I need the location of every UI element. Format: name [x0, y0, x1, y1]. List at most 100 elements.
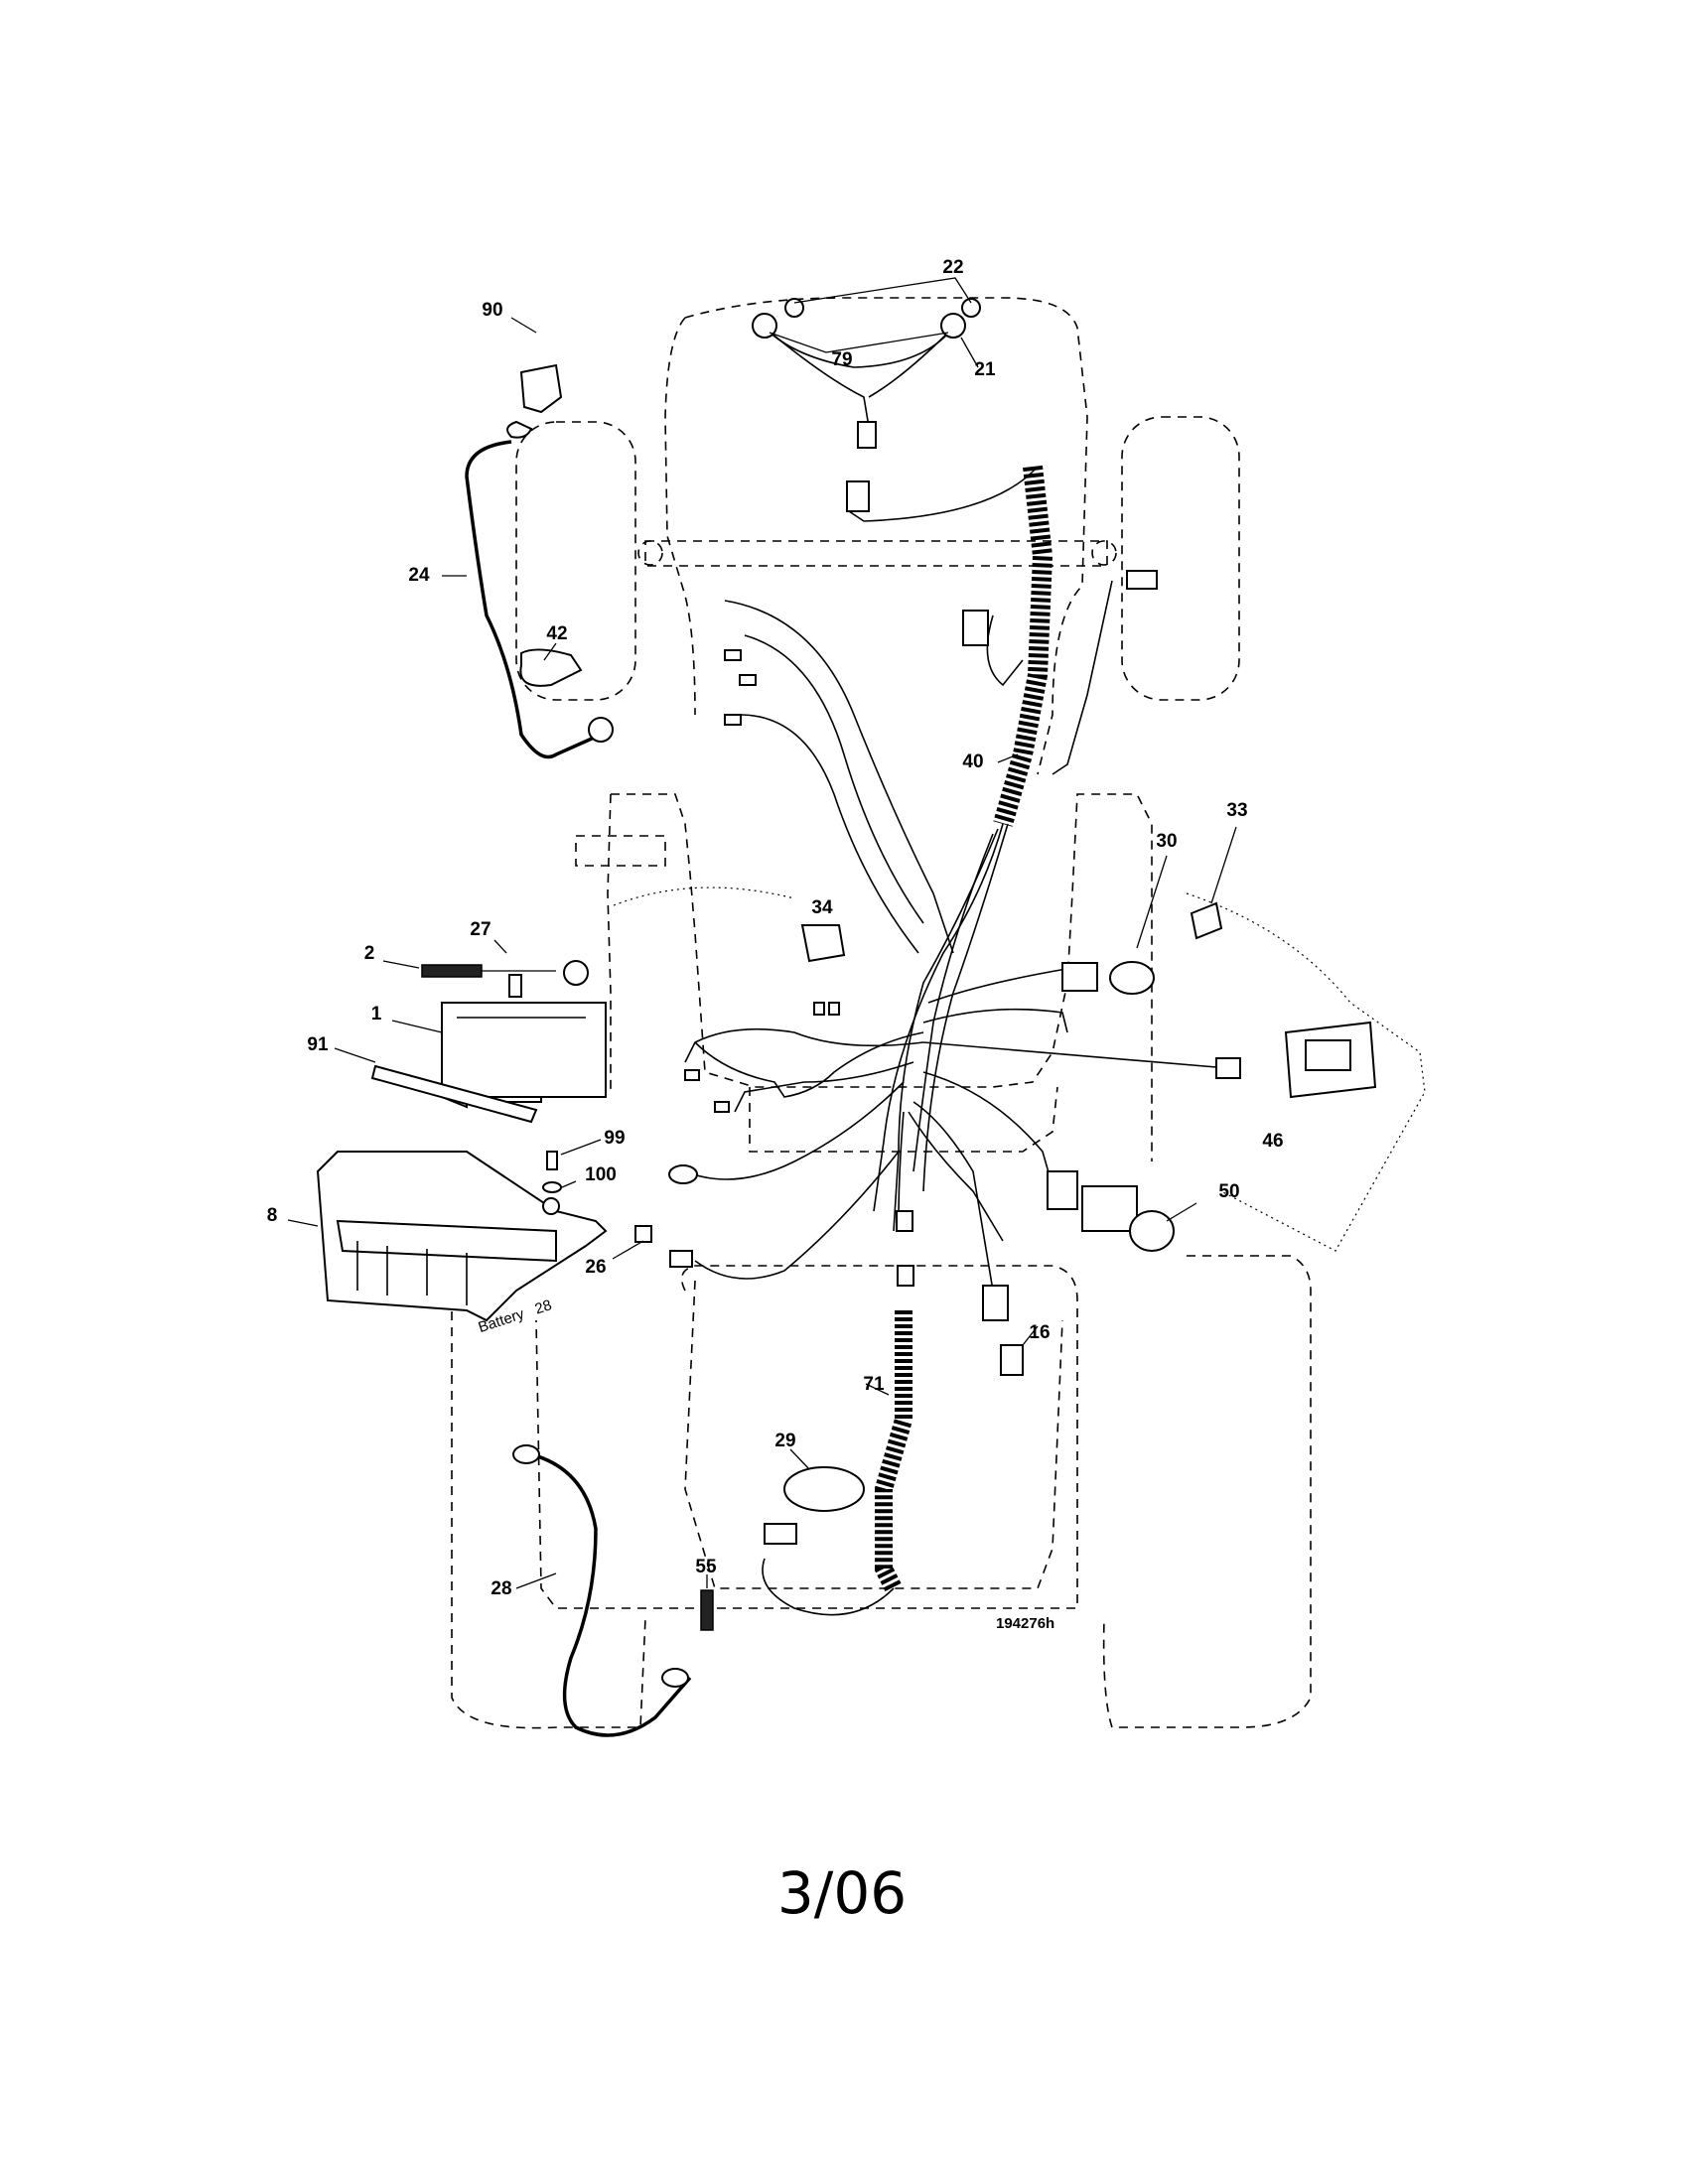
headlamp-wire-2 [764, 327, 870, 428]
tray-front [336, 1219, 557, 1263]
term-left-3 [724, 714, 742, 726]
sensor-29-plug [764, 1523, 797, 1545]
plug-16-upper [982, 1285, 1009, 1321]
diagram-code: 194276h [996, 1615, 1054, 1632]
hood-outline-left [664, 317, 696, 716]
callout-99: 99 [604, 1128, 625, 1149]
connector-headlight-plug [962, 610, 989, 646]
harness-40-coil [993, 465, 1053, 827]
bulb-right [961, 298, 981, 318]
plug-center [896, 1210, 913, 1232]
callout-79: 79 [831, 349, 852, 370]
screw-99 [546, 1151, 558, 1170]
callout-50: 50 [1218, 1181, 1239, 1202]
connector-right-top [1126, 570, 1158, 590]
callout-26: 26 [585, 1257, 606, 1278]
term-left-1 [724, 649, 742, 661]
leader-99 [560, 1139, 602, 1156]
harness-71-coil [875, 1310, 912, 1593]
callout-8: 8 [267, 1205, 278, 1226]
wire-headlight-3 [739, 714, 919, 954]
battery-1 [440, 960, 608, 1109]
leader-lines [287, 277, 1237, 1589]
leader-91 [334, 1047, 376, 1063]
bolt-2 [421, 964, 483, 978]
rear-deck [535, 1265, 1078, 1609]
wire-bundle-3 [912, 833, 994, 1172]
callout-33: 33 [1226, 800, 1247, 821]
wire-headlight-2 [744, 634, 924, 924]
cable-28 [530, 1452, 692, 1737]
callout-71: 71 [863, 1374, 885, 1395]
rear-left-wheel [451, 1220, 646, 1729]
wire-bundle-2 [893, 828, 999, 1232]
harness-to-head [848, 466, 1039, 522]
callout-27: 27 [470, 919, 491, 940]
frame-left [607, 793, 612, 1092]
eyelet-28-top [512, 1444, 540, 1464]
wire-bundle-4 [922, 823, 1009, 1192]
relay-16 [1000, 1344, 1024, 1376]
term-34-a [813, 1002, 825, 1016]
leader-42 [543, 642, 557, 661]
callout-90: 90 [482, 300, 502, 321]
callout-29: 29 [774, 1431, 795, 1451]
plug-71-top [897, 1265, 914, 1287]
wire-to-26 [694, 1151, 900, 1280]
pto-switch-body [1081, 1185, 1138, 1232]
leader-79 [769, 332, 949, 353]
wire-to-left-term2 [734, 1061, 914, 1113]
callout-labels: 22 79 21 90 24 42 40 33 30 34 27 2 1 91 … [267, 257, 1284, 1927]
tray-hole [542, 1197, 560, 1215]
front-axle [644, 540, 1108, 567]
rear-right-wheel [1102, 1255, 1312, 1728]
callout-24: 24 [408, 565, 430, 586]
wiring-harness [465, 327, 1217, 1737]
callout-34: 34 [811, 897, 833, 918]
battery-body [441, 1002, 607, 1098]
wire-to-16 [912, 1101, 994, 1292]
callout-40: 40 [962, 751, 983, 772]
term-left-2 [739, 674, 757, 686]
callout-91: 91 [307, 1034, 329, 1055]
wire-right-connector [1052, 580, 1113, 775]
fuse-holder-26 [669, 1250, 693, 1268]
callout-30: 30 [1156, 831, 1177, 852]
revision-date: 3/06 [777, 1859, 907, 1927]
panel-dotted-left [613, 887, 795, 906]
term-left-4 [684, 1069, 700, 1081]
callout-55: 55 [695, 1557, 717, 1577]
headlight-assembly [752, 298, 981, 512]
boot-42 [519, 648, 583, 687]
leader-22 [793, 277, 972, 304]
wire-to-30b [922, 1008, 1068, 1033]
deck-inner [684, 1280, 1063, 1589]
headlamp-wire-3 [868, 327, 954, 398]
hood-outline [684, 297, 1088, 775]
callout-2: 2 [364, 943, 375, 964]
eyelet-90 [506, 420, 533, 439]
frame-outline [611, 793, 1153, 1161]
battery-post [508, 974, 522, 998]
leader-2 [382, 960, 420, 969]
wire-to-16b [908, 1111, 1004, 1242]
eyelet-28-bottom [661, 1668, 689, 1688]
wire-headlight-1 [724, 600, 954, 954]
tray-ribs [356, 1241, 468, 1305]
fuse-26 [634, 1225, 652, 1243]
strap-91 [370, 1064, 538, 1124]
leader-16 [1022, 1325, 1039, 1346]
leader-1 [391, 1020, 443, 1033]
eyelet-24 [588, 717, 614, 743]
washer-100 [542, 1181, 562, 1193]
callout-21: 21 [974, 359, 996, 380]
callout-16: 16 [1029, 1322, 1050, 1343]
connector-46 [1215, 1057, 1241, 1079]
callout-22: 22 [942, 257, 963, 278]
wire-to-left-term [684, 1027, 924, 1063]
wire-to-29 [762, 1558, 895, 1616]
leader-100 [561, 1180, 577, 1188]
leader-29 [789, 1448, 810, 1470]
parts [316, 298, 1377, 1688]
